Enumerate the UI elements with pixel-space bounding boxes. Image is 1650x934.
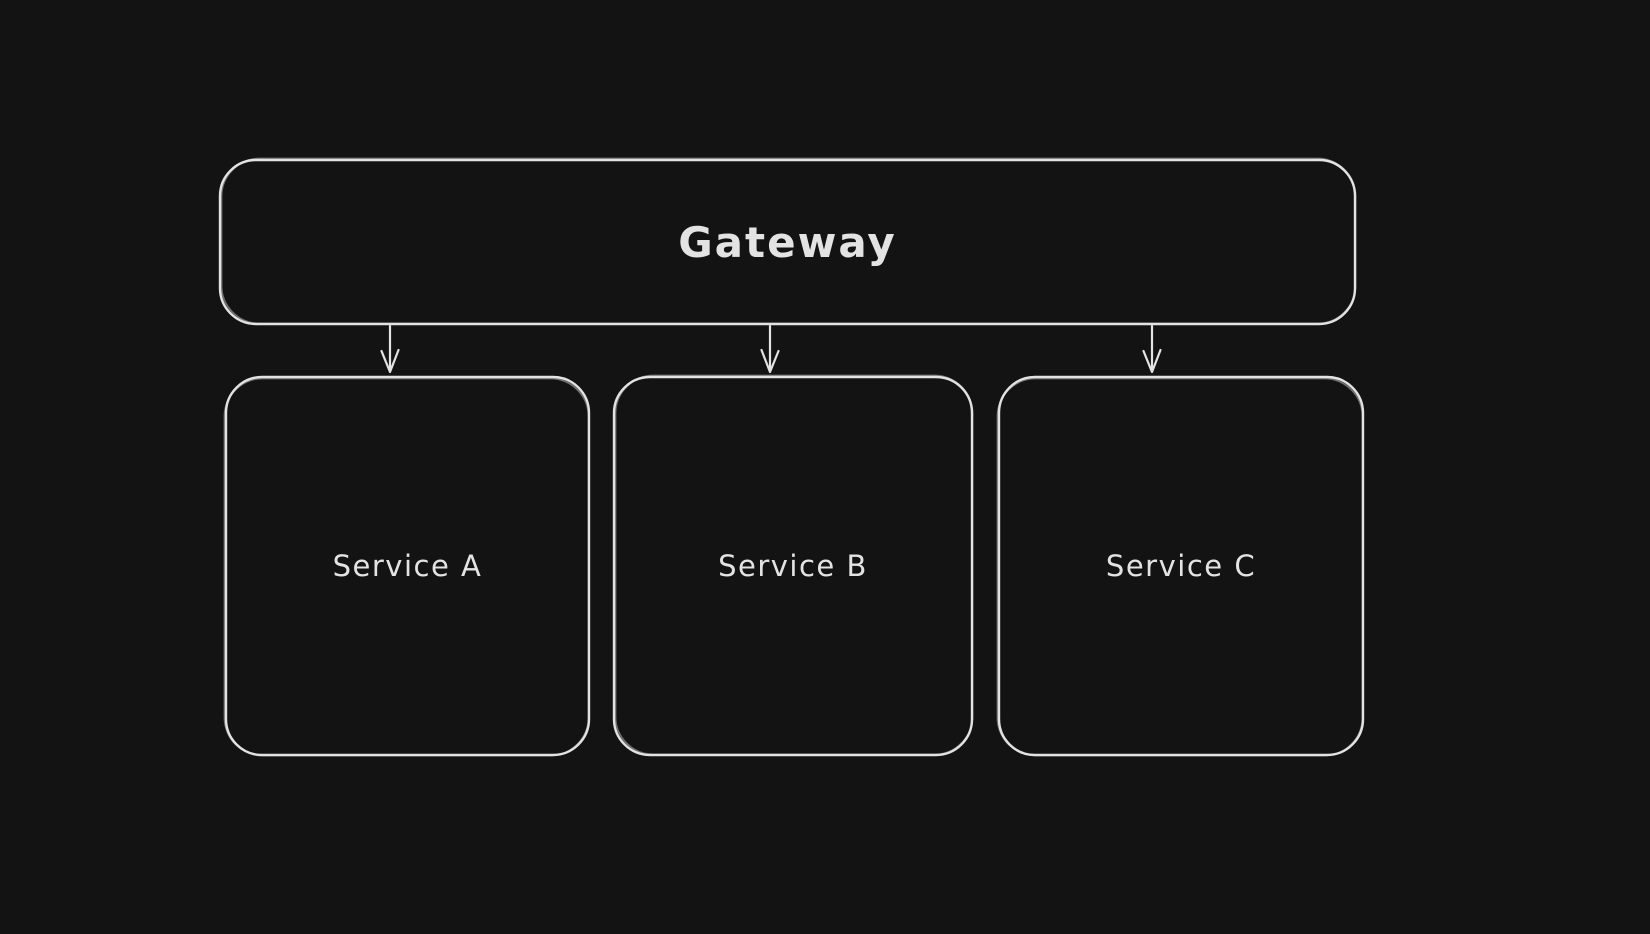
arrowhead-down-icon: [760, 348, 780, 374]
edge-gateway-to-service-a: [380, 324, 400, 374]
node-service-a-box: [223, 375, 591, 757]
arrowhead-down-icon: [1142, 348, 1162, 374]
edge-gateway-to-service-b: [760, 324, 780, 374]
node-gateway-box: [218, 157, 1357, 326]
arrowhead-down-icon: [380, 348, 400, 374]
node-service-b-box: [612, 374, 974, 757]
node-service-c-box: [996, 375, 1365, 757]
edge-gateway-to-service-c: [1142, 324, 1162, 374]
